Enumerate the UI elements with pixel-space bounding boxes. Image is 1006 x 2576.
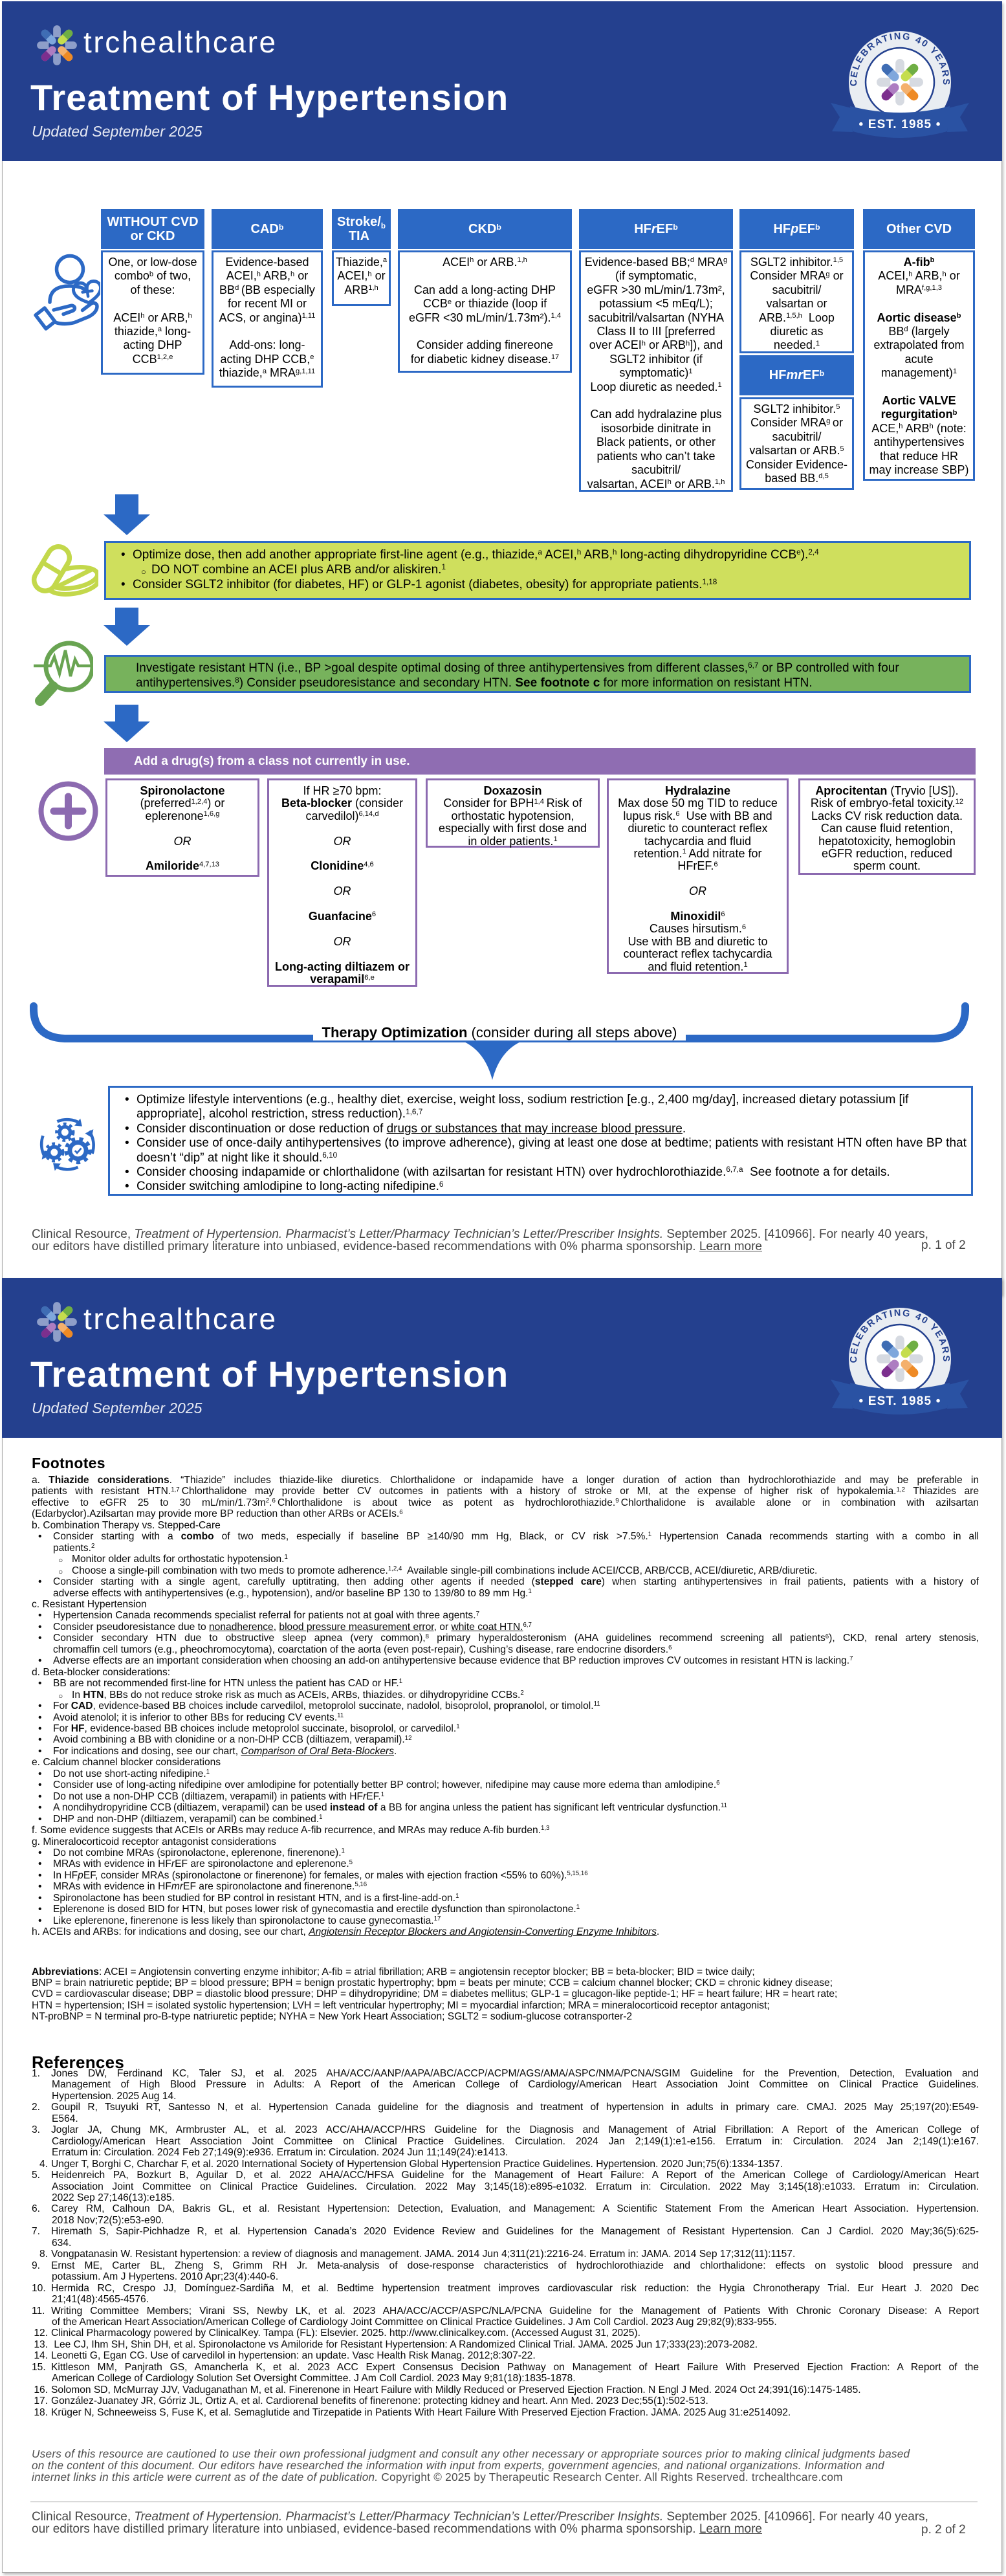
svg-text:• EST. 1985 •: • EST. 1985 • [858,1394,941,1408]
svg-text:• EST. 1985 •: • EST. 1985 • [858,118,941,131]
